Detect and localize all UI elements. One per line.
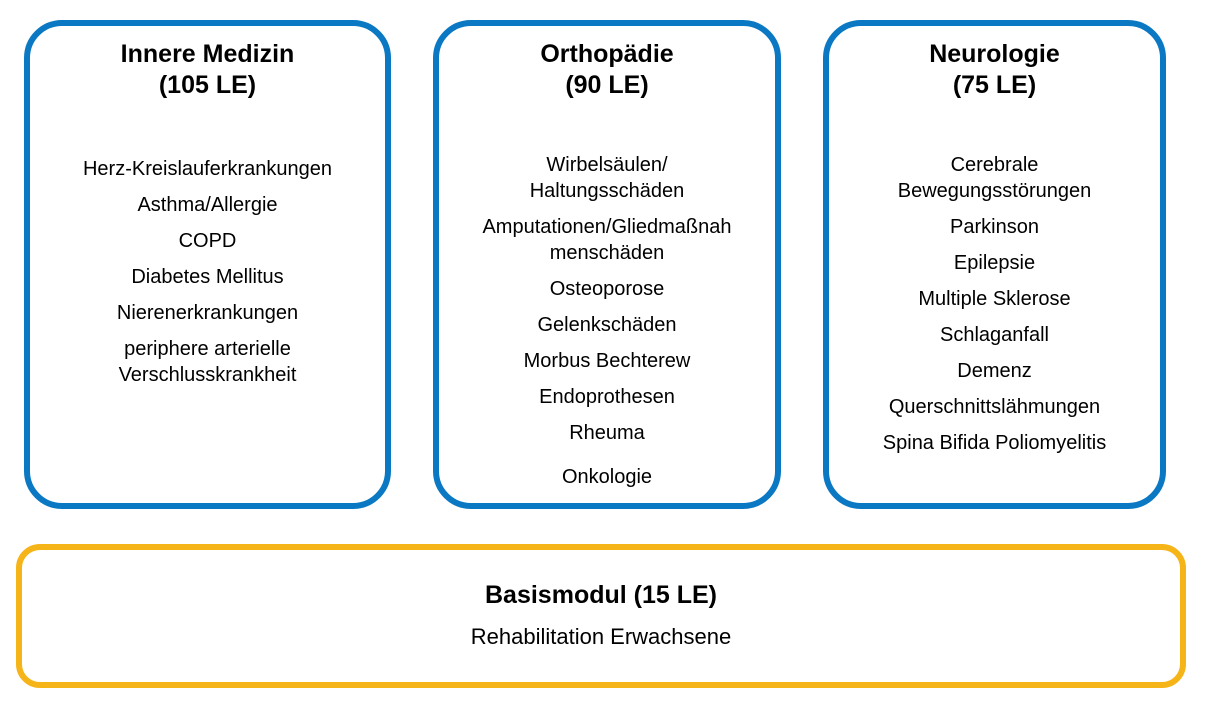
- module-title-name: Neurologie: [929, 40, 1060, 68]
- list-item: Demenz: [957, 360, 1032, 382]
- list-item: periphere arterielle Verschlusskrankheit: [118, 338, 297, 386]
- list-item: Cerebrale Bewegungsstörungen: [897, 154, 1092, 202]
- list-item: COPD: [178, 230, 237, 252]
- list-item: Gelenkschäden: [537, 314, 677, 336]
- list-item: Epilepsie: [953, 252, 1036, 274]
- list-item: Asthma/Allergie: [137, 194, 278, 216]
- list-item: Schlaganfall: [940, 324, 1049, 346]
- module-title: Orthopädie (90 LE): [439, 39, 775, 101]
- list-item: Diabetes Mellitus: [131, 266, 284, 288]
- module-title-hours: (105 LE): [158, 71, 257, 99]
- list-item: Endoprothesen: [539, 386, 675, 408]
- module-box-orthopaedie: Orthopädie (90 LE) Wirbelsäulen/ Haltung…: [433, 20, 781, 509]
- base-module-subtitle: Rehabilitation Erwachsene: [470, 624, 732, 649]
- module-title: Neurologie (75 LE): [829, 39, 1160, 101]
- base-module-title: Basismodul (15 LE): [485, 581, 717, 609]
- module-item-list: Herz-Kreislauferkrankungen Asthma/Allerg…: [30, 156, 385, 388]
- module-item-list: Cerebrale Bewegungsstörungen Parkinson E…: [829, 152, 1160, 456]
- module-title-hours: (90 LE): [565, 71, 649, 99]
- list-item: Onkologie: [561, 466, 653, 488]
- list-item: Multiple Sklerose: [918, 288, 1071, 310]
- list-item: Morbus Bechterew: [523, 350, 691, 372]
- list-item: Spina Bifida Poliomyelitis: [882, 432, 1107, 454]
- list-item: Querschnittslähmungen: [888, 396, 1101, 418]
- list-item: Osteoporose: [549, 278, 665, 300]
- list-item: Wirbelsäulen/ Haltungsschäden: [529, 154, 685, 202]
- module-box-innere-medizin: Innere Medizin (105 LE) Herz-Kreislaufer…: [24, 20, 391, 509]
- module-title: Innere Medizin (105 LE): [30, 39, 385, 101]
- module-title-name: Orthopädie: [540, 40, 674, 68]
- module-title-name: Innere Medizin: [120, 40, 295, 68]
- list-item: Rheuma: [569, 422, 645, 444]
- module-box-neurologie: Neurologie (75 LE) Cerebrale Bewegungsst…: [823, 20, 1166, 509]
- module-title-hours: (75 LE): [952, 71, 1037, 99]
- list-item: Nierenerkrankungen: [116, 302, 299, 324]
- list-item: Amputationen/Gliedmaßnah menschäden: [482, 216, 732, 264]
- base-module-box: Basismodul (15 LE) Rehabilitation Erwach…: [16, 544, 1186, 688]
- list-item: Parkinson: [950, 216, 1039, 238]
- module-item-list: Wirbelsäulen/ Haltungsschäden Amputation…: [439, 152, 775, 490]
- list-item: Herz-Kreislauferkrankungen: [82, 158, 332, 180]
